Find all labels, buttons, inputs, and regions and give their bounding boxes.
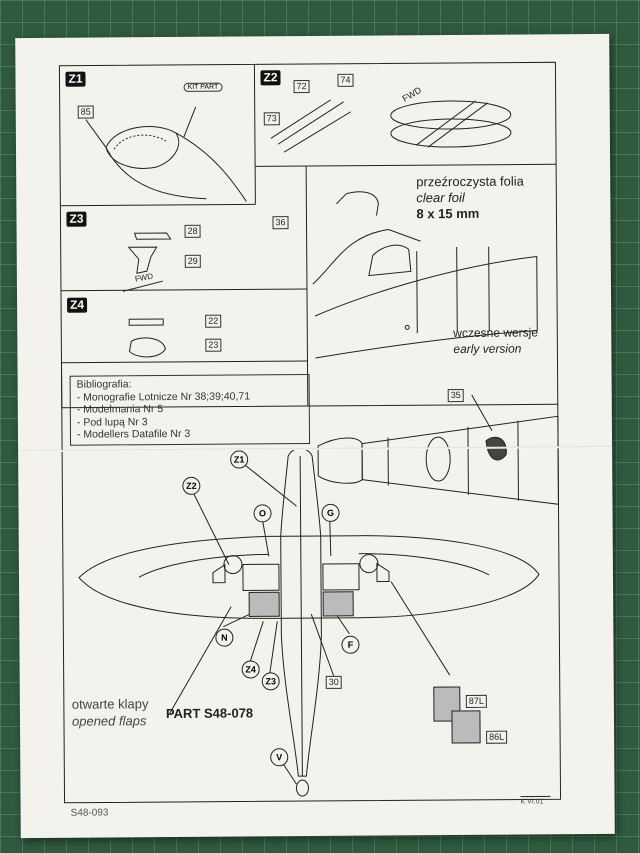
part-number-86l: 86L: [486, 730, 508, 744]
bibliography-item: - Modellers Datafile Nr 3: [76, 427, 191, 441]
part-number-30: 30: [325, 675, 342, 689]
instruction-sheet: Z1 KIT PART 85 Z2 72 73 74 FWD Z3 28 29 …: [15, 33, 615, 839]
section-tag-z4: Z4: [67, 297, 88, 313]
callout-z4: Z4: [241, 660, 260, 679]
part-number-22: 22: [205, 314, 222, 328]
callout-g: G: [321, 503, 340, 522]
part-number-72: 72: [293, 80, 310, 93]
part-number-23: 23: [205, 338, 222, 352]
instruction-line-drawing: [58, 61, 562, 804]
clear-foil-english: clear foil: [416, 189, 465, 206]
part-number-36: 36: [272, 216, 289, 230]
clear-foil-size: 8 x 15 mm: [416, 205, 480, 222]
callout-f: F: [341, 635, 360, 654]
part-number-label: PART S48-078: [165, 705, 254, 722]
early-version-english: early version: [453, 341, 522, 357]
part-number-35: 35: [447, 388, 464, 402]
sheet-code: S48-093: [70, 807, 109, 819]
opened-flaps-english: opened flaps: [71, 713, 147, 729]
part-number-28: 28: [184, 224, 201, 238]
clear-foil-polish: przeźroczysta folia: [416, 173, 524, 190]
callout-v: V: [270, 748, 289, 767]
callout-n: N: [215, 628, 234, 647]
top-frame: [58, 61, 559, 409]
callout-z2: Z2: [182, 476, 201, 495]
opened-flaps-polish: otwarte klapy: [71, 696, 149, 712]
section-tag-z3: Z3: [66, 211, 87, 227]
revision-code: K VI.01: [520, 798, 544, 806]
callout-z3: Z3: [261, 672, 280, 691]
part-number-85: 85: [77, 105, 94, 119]
part-number-74: 74: [337, 73, 354, 87]
section-tag-z2: Z2: [260, 70, 281, 86]
kit-part-label: KIT PART: [183, 82, 223, 92]
part-number-73: 73: [263, 112, 280, 126]
bibliography-box: Bibliografia: - Monografie Lotnicze Nr 3…: [69, 374, 311, 446]
part-number-29: 29: [184, 254, 201, 268]
section-tag-z1: Z1: [65, 71, 86, 87]
callout-o: O: [253, 504, 272, 523]
early-version-polish: wczesne wersje: [453, 325, 539, 341]
callout-z1: Z1: [230, 450, 249, 469]
part-number-87l: 87L: [465, 694, 487, 708]
